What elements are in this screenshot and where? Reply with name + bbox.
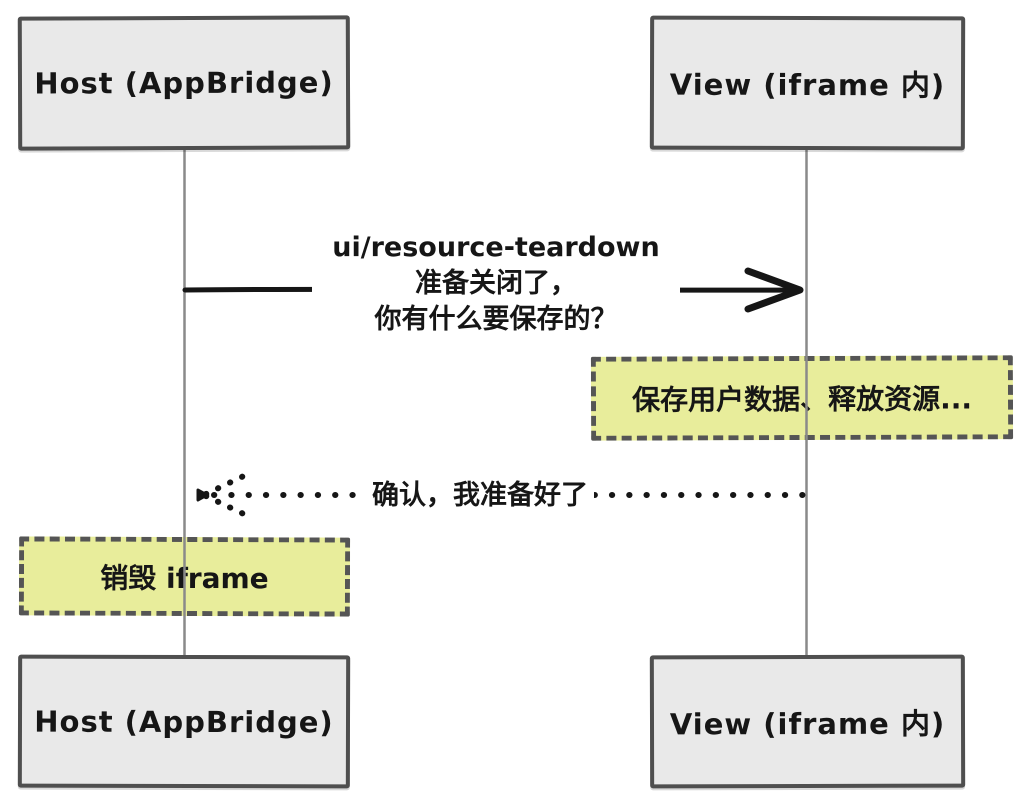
actor-host-top-label: Host (AppBridge) (34, 65, 334, 101)
note-save-data-label: 保存用户数据、释放资源... (631, 382, 973, 417)
dotted-arrowhead-upper-icon (203, 470, 253, 497)
actor-host-bottom: Host (AppBridge) (17, 654, 351, 789)
actor-view-bottom-label: View (iframe 内) (669, 706, 946, 741)
note-save-data: 保存用户数据、释放资源... (590, 355, 1014, 441)
teardown-message-line2: 准备关闭了， (415, 268, 577, 299)
teardown-message-label: ui/resource-teardown 准备关闭了， 你有什么要保存的？ (312, 228, 680, 342)
solid-arrowhead-icon (744, 267, 804, 313)
ack-message-line1: 确认，我准备好了 (372, 480, 588, 511)
actor-host-bottom-label: Host (AppBridge) (34, 704, 334, 739)
actor-host-top: Host (AppBridge) (17, 15, 351, 151)
actor-view-top-label: View (iframe 内) (669, 67, 946, 103)
actor-view-top: View (iframe 内) (649, 15, 966, 151)
note-destroy-iframe: 销毁 iframe (18, 536, 351, 617)
teardown-message-line3: 你有什么要保存的？ (374, 304, 618, 335)
teardown-message-line1: ui/resource-teardown (332, 232, 660, 263)
ack-message-label: 确认，我准备好了 (366, 477, 594, 514)
actor-view-bottom: View (iframe 内) (649, 654, 966, 789)
dotted-arrowhead-tip-icon (196, 488, 209, 502)
note-destroy-iframe-label: 销毁 iframe (100, 561, 269, 595)
dotted-arrowhead-lower-icon (203, 493, 253, 520)
